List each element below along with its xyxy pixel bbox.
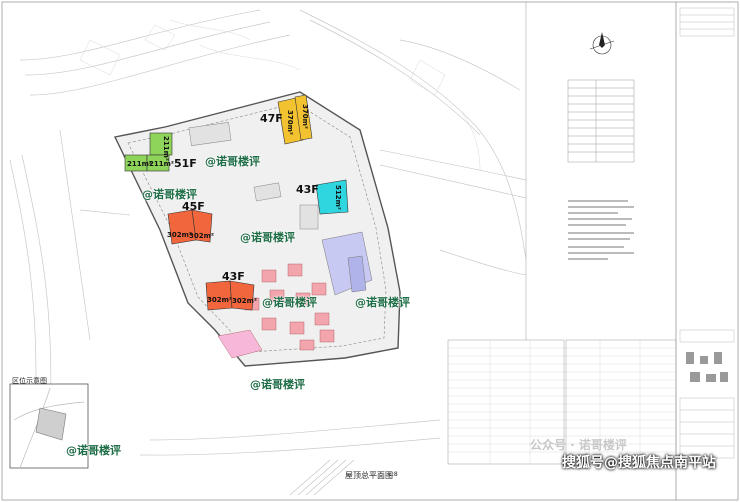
location-site-parcel <box>35 407 67 441</box>
plan-title: 屋顶总平面图 <box>345 471 393 480</box>
t51-floors: 51F <box>174 157 197 170</box>
t51-unit-label-1: 211m² <box>162 136 170 161</box>
data-tables <box>447 339 677 465</box>
location-map-title: 区位示意图 <box>12 377 47 385</box>
elevation-sketches <box>686 352 728 382</box>
t43b-unit-label-2: 302m² <box>232 297 257 305</box>
t47-unit-label-2: 370m² <box>301 104 309 129</box>
t45-unit-label-2: 302m² <box>189 232 214 240</box>
watermark-5: @诺哥楼评 <box>355 296 410 309</box>
watermark-3: @诺哥楼评 <box>240 231 295 244</box>
title-block <box>679 7 735 459</box>
watermark-1: @诺哥楼评 <box>205 155 260 168</box>
terrain-lines <box>79 19 481 171</box>
pink-plaza <box>217 329 263 359</box>
t45-unit-label-1: 302m² <box>167 231 192 239</box>
watermark-4: @诺哥楼评 <box>262 296 317 309</box>
villa-buildings <box>244 263 335 351</box>
data-table-rows <box>448 340 676 464</box>
footer-caption: 搜狐号@搜狐焦点南平站 <box>562 455 716 471</box>
t43a-floors: 43F <box>296 183 319 196</box>
t43a-unit-label: 512m² <box>334 185 342 210</box>
site-boundary <box>113 91 401 367</box>
t47-unit-label-1: 370m² <box>286 110 294 135</box>
t43b-floors: 43F <box>222 270 245 283</box>
t43b-unit-label-1: 302m² <box>207 296 232 304</box>
t51-unit-label-2: 211m² <box>127 160 152 168</box>
t51-unit-label-3: 211m² <box>149 160 174 168</box>
podium-lavender-2 <box>347 255 367 293</box>
hatched-area <box>289 459 355 496</box>
watermark-7: @诺哥楼评 <box>66 444 121 457</box>
tower-45f <box>167 209 213 245</box>
tower-43f-south <box>205 280 255 311</box>
north-arrow <box>589 32 615 55</box>
road-lines <box>9 9 527 456</box>
tower-51f <box>124 132 173 172</box>
plan-scale: 1:8 <box>388 471 398 478</box>
notes-text-lines <box>568 200 634 260</box>
tower-47f <box>277 94 313 145</box>
faint-watermark: 公众号 · 诺哥楼评 <box>530 438 627 452</box>
watermark-2: @诺哥楼评 <box>142 188 197 201</box>
tower-43f-east <box>315 179 349 215</box>
watermark-6: @诺哥楼评 <box>250 378 305 391</box>
t47-floors: 47F <box>260 112 283 125</box>
t45-floors: 45F <box>182 200 205 213</box>
podium-buildings <box>188 122 319 230</box>
legend-table <box>567 79 635 163</box>
